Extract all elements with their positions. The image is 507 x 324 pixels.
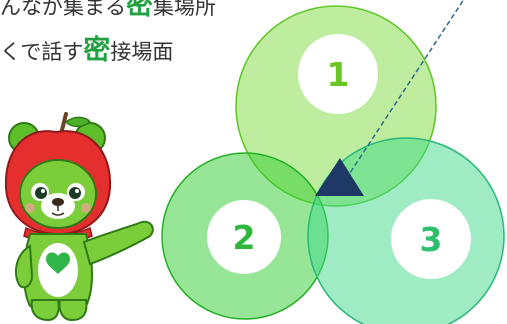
apple-bear-mascot-icon bbox=[4, 112, 154, 322]
text-line-2-kanji: 密 bbox=[83, 35, 111, 66]
label-1-bg bbox=[298, 34, 378, 114]
label-2: 2 bbox=[233, 218, 256, 257]
text-line-2-pre: くで話す bbox=[0, 40, 84, 64]
text-line-1: んなが集まる密集場所 bbox=[0, 0, 216, 19]
leader-line bbox=[345, 0, 465, 180]
label-1: 1 bbox=[327, 55, 350, 94]
label-2-bg bbox=[207, 200, 281, 274]
label-3-bg bbox=[391, 199, 471, 279]
text-line-1-post: 集場所 bbox=[153, 0, 216, 19]
text-line-1-kanji: 密 bbox=[126, 0, 153, 21]
text-line-2-post: 接場面 bbox=[110, 40, 174, 64]
label-3: 3 bbox=[420, 220, 443, 259]
text-line-2: くで話す密接場面 bbox=[0, 37, 173, 64]
text-line-1-pre: んなが集まる bbox=[0, 0, 126, 19]
overlap-triangle-icon bbox=[315, 158, 364, 196]
